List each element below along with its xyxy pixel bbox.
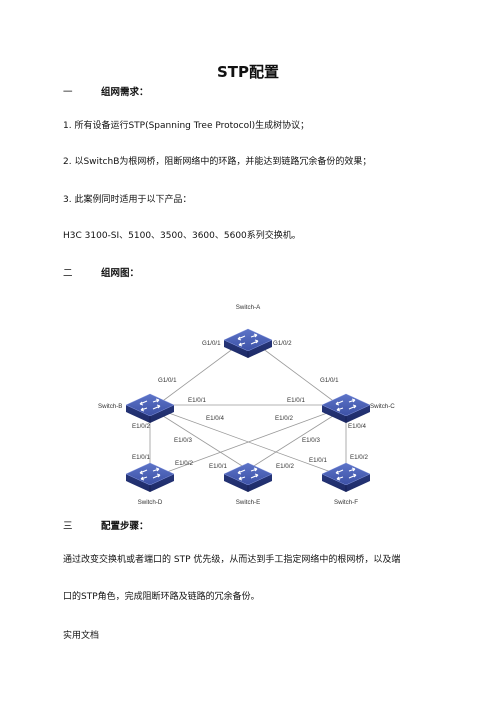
switch-f-label: Switch-F [334,499,358,506]
port-label: E1/0/1 [287,397,305,404]
section-label: 组网图： [101,268,140,279]
port-label: E1/0/1 [188,397,206,404]
port-label: E1/0/4 [348,423,366,430]
section-label: 组网需求： [101,87,149,98]
port-label: E1/0/2 [276,463,294,470]
switch-d-icon [125,462,175,493]
port-label: E1/0/1 [209,463,227,470]
section-heading-steps: 三 配置步骤： [63,518,149,532]
requirement-1: 1. 所有设备运行STP(Spanning Tree Protocol)生成树协… [63,121,310,131]
port-label: G1/0/1 [158,377,177,384]
switch-e-icon [223,462,273,493]
port-label: E1/0/2 [132,423,150,430]
port-label: E1/0/2 [275,415,293,422]
requirement-2: 2. 以SwitchB为根网桥，阻断网络中的环路，并能达到链路冗余备份的效果； [63,157,372,167]
port-label: E1/0/1 [309,457,327,464]
port-label: E1/0/3 [174,437,192,444]
steps-paragraph-line-2: 口的STP角色，完成阻断环路及链路的冗余备份。 [63,592,260,602]
section-heading-diagram: 二 组网图： [63,265,139,279]
steps-paragraph-line-1: 通过改变交换机或者端口的 STP 优先级，从而达到手工指定网络中的根网桥，以及端 [63,555,401,565]
port-label: E1/0/1 [132,454,150,461]
port-label: E1/0/3 [302,437,320,444]
port-label: G1/0/2 [273,340,292,347]
switch-a-icon [223,328,273,359]
port-label: E1/0/2 [175,460,193,467]
switch-c-label: Switch-C [370,403,395,410]
requirement-3: 3. 此案例同时适用于以下产品： [63,195,192,205]
requirement-products: H3C 3100-SI、5100、3500、3600、5600系列交换机。 [63,231,301,241]
section-number: 二 [63,268,73,279]
switch-a-label: Switch-A [236,304,261,311]
port-label: E1/0/4 [206,415,224,422]
footer-text: 实用文档 [63,631,100,641]
port-label: G1/0/1 [202,340,221,347]
port-label: E1/0/2 [350,454,368,461]
section-number: 一 [63,87,73,98]
page-title: STP配置 [216,63,280,81]
switch-d-label: Switch-D [138,499,163,506]
switch-e-label: Switch-E [236,499,260,506]
switch-f-icon [321,462,371,493]
section-label: 配置步骤： [101,521,149,532]
port-label: G1/0/1 [320,377,339,384]
link-lines [149,344,347,477]
switch-b-label: Switch-B [98,403,122,410]
section-heading-requirements: 一 组网需求： [63,84,149,98]
network-diagram: Switch-A Switch-B Switch-C Switch-D Swit… [98,304,395,506]
section-number: 三 [63,521,73,532]
